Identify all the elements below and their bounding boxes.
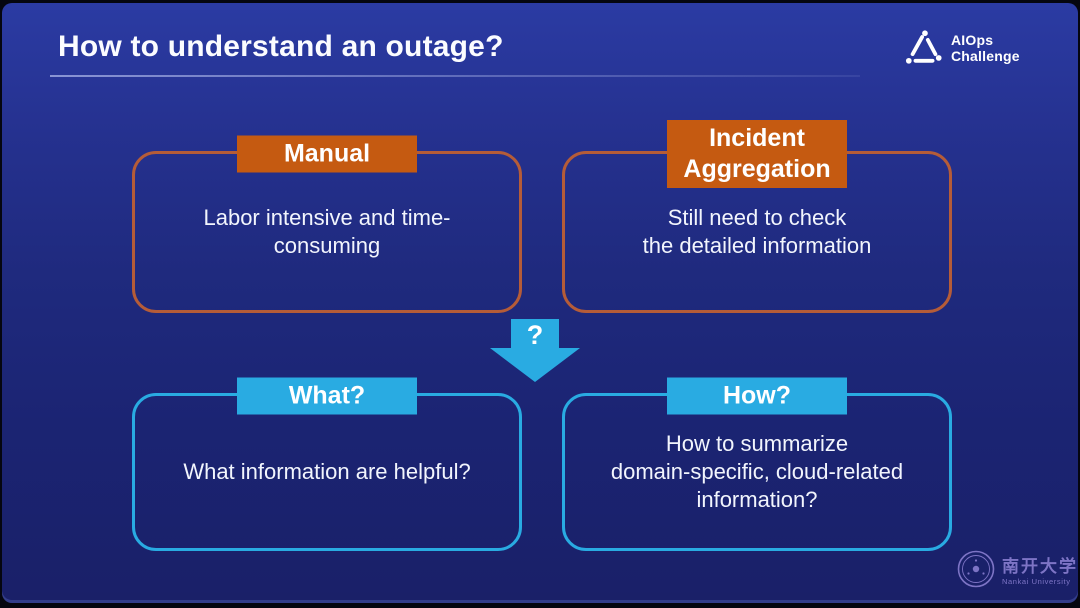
- aiops-challenge-logo: AIOps Challenge: [905, 29, 1020, 66]
- panel-how-body: How to summarize domain-specific, cloud-…: [565, 396, 949, 548]
- aiops-triangle-icon: [905, 29, 943, 66]
- panel-what-body: What information are helpful?: [135, 396, 519, 548]
- panel-how-body-line1: How to summarize: [665, 431, 849, 456]
- panel-manual-header-line: Manual: [283, 139, 371, 168]
- panel-what-header: What?: [237, 377, 417, 415]
- arrow-question-label: ?: [527, 320, 544, 350]
- panel-manual-body: Labor intensive and time- consuming: [135, 154, 519, 310]
- title-underline: [50, 75, 860, 77]
- panel-how-body-line2: domain-specific, cloud-related: [610, 459, 904, 484]
- panel-how-header-line: How?: [722, 381, 792, 410]
- nankai-chinese-name: 南开大学: [1002, 557, 1078, 576]
- panel-manual-body-line2: consuming: [273, 233, 381, 258]
- panel-incident-aggregation: Incident Aggregation Still need to check…: [562, 120, 952, 313]
- nankai-university-logo: 南开大学 Nankai University: [956, 549, 1078, 594]
- page-title: How to understand an outage?: [58, 30, 504, 63]
- panel-manual: Manual Labor intensive and time- consumi…: [132, 135, 522, 313]
- question-down-arrow-icon: ?: [489, 319, 581, 388]
- panel-how-body-line3: information?: [696, 487, 818, 512]
- panel-incident-header-line1: Incident: [709, 124, 805, 152]
- panel-what-body-line1: What information are helpful?: [183, 459, 471, 484]
- aiops-logo-line2: Challenge: [951, 47, 1020, 64]
- panel-manual-header: Manual: [237, 135, 417, 173]
- nankai-english-name: Nankai University: [1002, 577, 1071, 586]
- panel-what-header-line: What?: [288, 381, 366, 410]
- panel-incident-body-line2: the detailed information: [642, 233, 872, 258]
- panel-how-header: How?: [667, 377, 847, 415]
- nankai-seal-text: 南开大学 Nankai University: [1002, 557, 1078, 586]
- panel-manual-body-line1: Labor intensive and time-: [203, 205, 451, 230]
- panel-incident-header-line2: Aggregation: [683, 155, 831, 183]
- panel-what: What? What information are helpful?: [132, 377, 522, 551]
- panel-how: How? How to summarize domain-specific, c…: [562, 377, 952, 551]
- aiops-logo-line1: AIOps: [951, 31, 994, 48]
- slide: How to understand an outage?: [2, 3, 1078, 603]
- panel-incident-body-line1: Still need to check: [667, 205, 847, 230]
- aiops-logo-text: AIOps Challenge: [951, 32, 1020, 64]
- nankai-seal-icon: [956, 549, 996, 594]
- panel-incident-aggregation-body: Still need to check the detailed informa…: [565, 154, 949, 310]
- panel-incident-aggregation-header: Incident Aggregation: [667, 120, 847, 188]
